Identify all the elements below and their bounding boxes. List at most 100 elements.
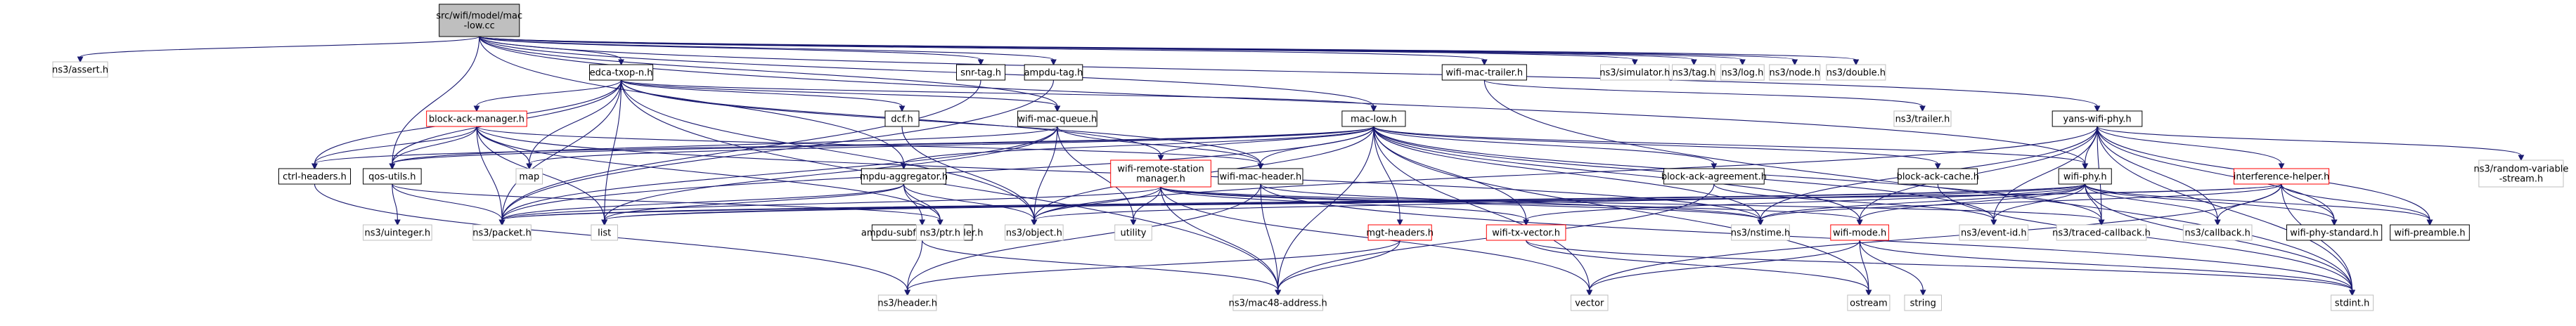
- edge-wmode-to-stdint: [1859, 240, 2356, 296]
- edge-root-to-assert: [77, 36, 480, 63]
- node-baa[interactable]: block-ack-agreement.h: [1661, 168, 1767, 185]
- edge-qos-to-uint: [392, 183, 401, 226]
- node-label: ns3/packet.h: [472, 228, 532, 239]
- node-root[interactable]: src/wifi/model/mac-low.cc: [436, 4, 522, 37]
- node-bam[interactable]: block-ack-manager.h: [426, 110, 527, 127]
- edge-ih-to-nstime: [1757, 183, 2282, 226]
- node-box: [1731, 224, 1790, 241]
- node-box: [1005, 224, 1064, 241]
- node-label: qos-utils.h: [368, 172, 416, 183]
- node-wmtrailer[interactable]: wifi-mac-trailer.h: [1441, 64, 1527, 81]
- node-box: [1017, 110, 1097, 127]
- node-dcf[interactable]: dcf.h: [884, 110, 920, 127]
- node-qos[interactable]: qos-utils.h: [363, 168, 422, 185]
- node-box: [1110, 159, 1211, 188]
- node-label: wifi-mac-trailer.h: [1445, 68, 1523, 79]
- node-label: wifi-phy-standard.h: [2290, 228, 2378, 239]
- node-label: block-ack-manager.h: [429, 115, 524, 125]
- node-box: [515, 168, 543, 185]
- node-utility: utility: [1114, 224, 1152, 241]
- edge-edca-to-map: [526, 79, 622, 170]
- node-wpre[interactable]: wifi-preamble.h: [2390, 224, 2470, 241]
- node-label: block-ack-agreement.h: [1661, 172, 1767, 183]
- node-maclow[interactable]: mac-low.h: [1341, 110, 1406, 127]
- edge-bam-to-qos: [389, 126, 477, 170]
- node-yans[interactable]: yans-wifi-phy.h: [2052, 110, 2143, 127]
- node-wmq[interactable]: wifi-mac-queue.h: [1017, 110, 1097, 127]
- node-label: ns3/node.h: [1770, 68, 1820, 79]
- node-label: wifi-preamble.h: [2394, 228, 2465, 239]
- edge-bam-to-packet: [476, 126, 505, 226]
- edge-mpdu-to-ptr: [903, 183, 944, 226]
- node-box: [1663, 168, 1765, 185]
- node-box: [52, 61, 108, 78]
- node-label: yans-wifi-phy.h: [2063, 115, 2131, 125]
- node-label: ns3/mac48-address.h: [1229, 299, 1327, 309]
- edge-ampdusub-to-header: [904, 240, 923, 296]
- edge-yans-to-rvs: [2097, 126, 2525, 162]
- node-label: snr-tag.h: [960, 68, 1001, 79]
- node-label: -low.cc: [464, 21, 495, 32]
- node-object: ns3/object.h: [1005, 224, 1064, 241]
- node-ampdutag[interactable]: ampdu-tag.h: [1024, 64, 1083, 81]
- node-label: ns3/uinteger.h: [365, 228, 431, 239]
- node-bac[interactable]: block-ack-cache.h: [1897, 168, 1979, 185]
- node-label: ctrl-headers.h: [283, 172, 347, 183]
- node-box: [884, 110, 920, 127]
- node-mpdu[interactable]: mpdu-aggregator.h: [860, 168, 948, 185]
- edge-ih-to-wps: [2281, 183, 2338, 226]
- node-tag: ns3/tag.h: [1672, 64, 1716, 81]
- edge-wphy-to-wmode: [1856, 183, 2086, 226]
- edge-edca-to-dcf: [621, 79, 906, 112]
- node-ctrl[interactable]: ctrl-headers.h: [278, 168, 352, 185]
- node-node: ns3/node.h: [1769, 64, 1821, 81]
- node-box: [1720, 64, 1765, 81]
- node-wmode[interactable]: wifi-mode.h: [1830, 224, 1889, 241]
- node-label: ns3/assert.h: [52, 65, 108, 76]
- edge-maclow-to-bac: [1373, 126, 1941, 170]
- node-label: ns3/simulator.h: [1599, 68, 1670, 79]
- node-label: vector: [1575, 299, 1604, 309]
- node-box: [1893, 110, 1952, 127]
- node-ih[interactable]: interference-helper.h: [2234, 168, 2330, 185]
- node-label: ns3/callback.h: [2185, 228, 2250, 239]
- node-wps[interactable]: wifi-phy-standard.h: [2286, 224, 2383, 241]
- node-trailer: ns3/trailer.h: [1893, 110, 1952, 127]
- node-box: [1341, 110, 1406, 127]
- node-mgt[interactable]: mgt-headers.h: [1366, 224, 1434, 241]
- node-box: [426, 110, 527, 127]
- node-box: [472, 224, 532, 241]
- edge-maclow-to-map: [526, 126, 1374, 170]
- edge-mgt-to-header: [904, 240, 1400, 296]
- node-label: ns3/ptr.h: [920, 228, 960, 239]
- node-snrtag[interactable]: snr-tag.h: [955, 64, 1006, 81]
- node-wphy[interactable]: wifi-phy.h: [2058, 168, 2112, 185]
- edge-mpdu-to-packet: [498, 183, 904, 226]
- node-wmh[interactable]: wifi-mac-header.h: [1218, 168, 1303, 185]
- node-box: [1232, 294, 1324, 311]
- node-stdint: stdint.h: [2331, 294, 2374, 311]
- node-tcb: ns3/traced-callback.h: [2052, 224, 2151, 241]
- edge-ampdutag-to-packet: [498, 79, 1055, 226]
- node-box: [2331, 294, 2374, 311]
- node-simulator: ns3/simulator.h: [1599, 64, 1670, 81]
- node-wtv[interactable]: wifi-tx-vector.h: [1486, 224, 1566, 241]
- edge-qos-to-ptr: [392, 183, 944, 226]
- edge-maclow-to-vector: [1373, 126, 1593, 296]
- edge-wphy-to-list: [601, 183, 2086, 226]
- node-label: ns3/trailer.h: [1895, 115, 1950, 125]
- node-double: ns3/double.h: [1826, 64, 1886, 81]
- node-label: ns3/double.h: [1827, 68, 1886, 79]
- edge-ih-to-callback: [2214, 183, 2282, 226]
- node-label: mgt-headers.h: [1366, 228, 1434, 239]
- node-box: [1847, 294, 1891, 311]
- node-log: ns3/log.h: [1720, 64, 1765, 81]
- node-rvs: ns3/random-variable-stream.h: [2473, 159, 2568, 188]
- edge-edca-to-list: [601, 79, 622, 226]
- node-label: ostream: [1850, 299, 1888, 309]
- edge-wrsm-to-tcb: [1160, 186, 2105, 226]
- node-edca[interactable]: edca-txop-n.h: [589, 64, 654, 81]
- node-box: [2478, 159, 2564, 188]
